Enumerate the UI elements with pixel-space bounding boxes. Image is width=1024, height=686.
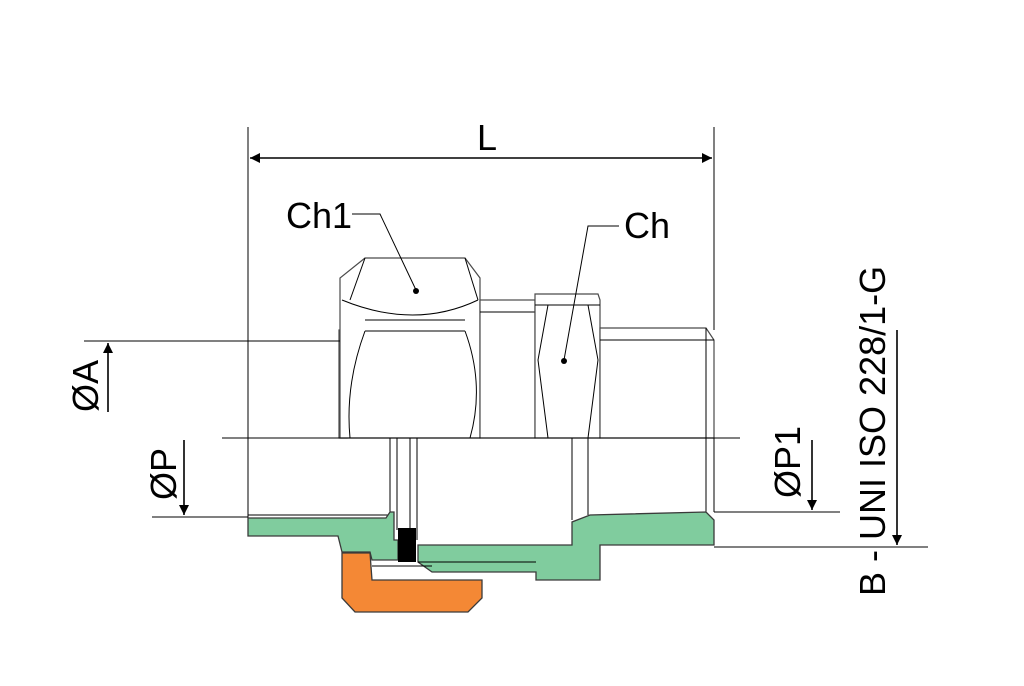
dimension-diameter-p: ØP [143, 440, 248, 518]
nut-section [341, 552, 483, 613]
dimension-thread-b: B - UNI ISO 228/1-G [714, 266, 928, 596]
label-thread-spec: B - UNI ISO 228/1-G [852, 266, 893, 596]
external-view [222, 257, 740, 439]
label-diameter-p: ØP [143, 448, 184, 500]
body-section [417, 511, 715, 581]
hex-nut-ch1 [339, 257, 481, 439]
gasket [398, 528, 416, 562]
cross-section [247, 438, 715, 613]
dimension-l: L [247, 117, 715, 536]
tailpiece-section [247, 511, 399, 561]
label-diameter-p1: ØP1 [767, 426, 808, 498]
label-length: L [477, 117, 497, 158]
label-hex-body-ch: Ch [624, 205, 670, 246]
label-diameter-a: ØA [65, 360, 106, 412]
dimension-diameter-a: ØA [65, 340, 340, 412]
dimension-diameter-p1: ØP1 [714, 426, 840, 513]
leader-ch: Ch [561, 205, 670, 364]
leader-ch1: Ch1 [286, 195, 419, 294]
label-hex-nut-ch1: Ch1 [286, 195, 352, 236]
